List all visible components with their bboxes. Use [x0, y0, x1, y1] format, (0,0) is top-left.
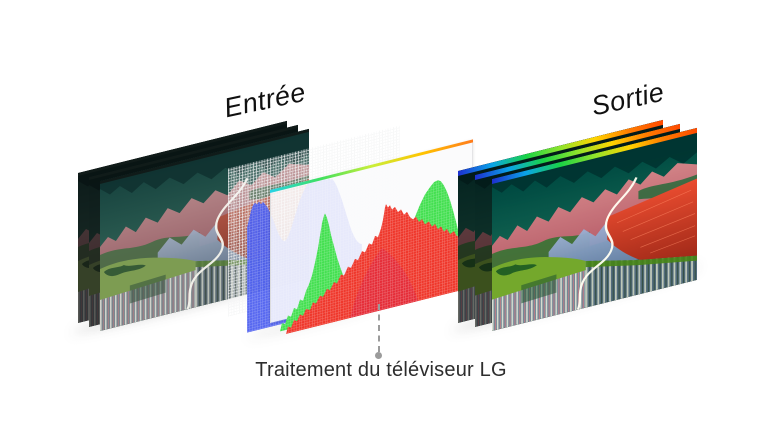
histogram-red	[286, 181, 476, 335]
pointer-line	[378, 304, 380, 352]
output-frame-front	[492, 127, 697, 331]
processing-layers	[222, 75, 522, 385]
canyon-image-enhanced	[492, 127, 697, 331]
pointer-dot	[375, 352, 382, 359]
output-label: Sortie	[588, 76, 667, 122]
input-label: Entrée	[221, 76, 309, 124]
caption: Traitement du téléviseur LG	[255, 359, 507, 381]
spectrum-strip	[492, 127, 697, 184]
